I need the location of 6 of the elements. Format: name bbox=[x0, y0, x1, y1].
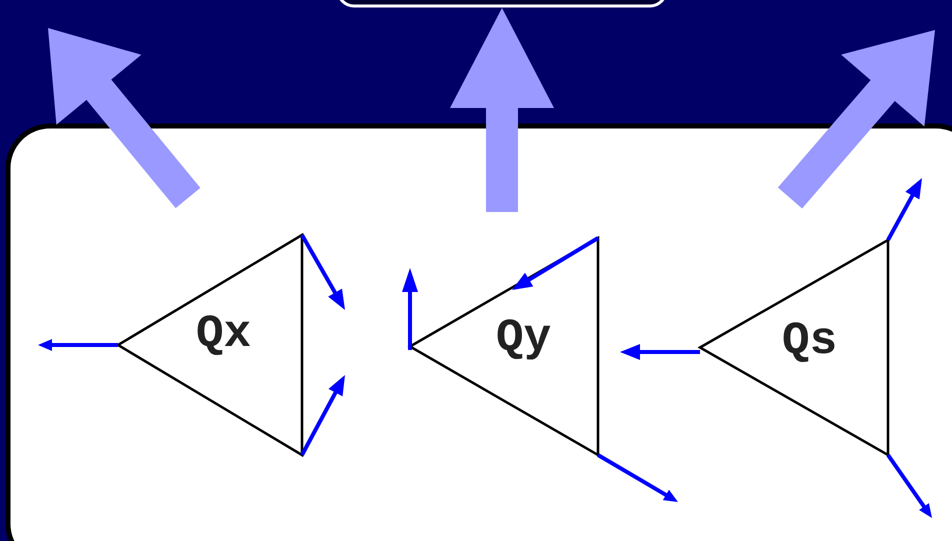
node-label: Qy bbox=[496, 315, 552, 361]
triangle-shape bbox=[410, 238, 598, 455]
triangle-shape bbox=[118, 235, 302, 455]
node-label: Qs bbox=[782, 318, 838, 364]
triangle-shape bbox=[700, 240, 888, 455]
node-label: Qx bbox=[196, 311, 252, 357]
